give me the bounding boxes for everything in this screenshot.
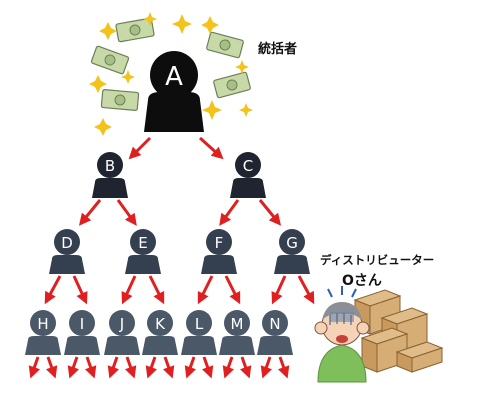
node-label: A (165, 62, 183, 92)
sparkle-icon (89, 12, 253, 136)
arrows (28, 136, 315, 379)
node-label: N (269, 315, 280, 333)
node-label: C (243, 157, 253, 175)
distributor-title: ディストリビューター (320, 253, 434, 267)
node-label: H (37, 315, 48, 333)
node-e: E (125, 229, 161, 274)
node-g: G (274, 229, 310, 274)
node-c: C (230, 152, 266, 198)
node-label: G (286, 234, 298, 252)
node-n: N (257, 310, 293, 355)
node-label: J (119, 315, 124, 333)
node-label: F (215, 234, 224, 252)
node-d: D (49, 229, 85, 274)
distributor-name: Oさん (342, 273, 382, 289)
node-m: M (219, 310, 255, 355)
node-h: H (25, 310, 61, 355)
node-label: E (138, 234, 147, 252)
money-icon (90, 17, 251, 111)
node-k: K (142, 310, 178, 355)
node-label: K (155, 315, 166, 333)
node-label: D (61, 234, 73, 252)
node-l: L (181, 310, 217, 355)
node-b: B (92, 152, 128, 198)
worried-person-icon (314, 286, 370, 383)
node-label: B (105, 157, 115, 175)
node-label: M (231, 315, 244, 333)
node-label: I (80, 315, 84, 333)
node-i: I (64, 310, 100, 355)
node-f: F (201, 229, 237, 274)
node-label: L (195, 315, 204, 333)
node-a: A (144, 51, 204, 132)
node-j: J (104, 310, 140, 355)
role-label: 統括者 (258, 41, 297, 57)
